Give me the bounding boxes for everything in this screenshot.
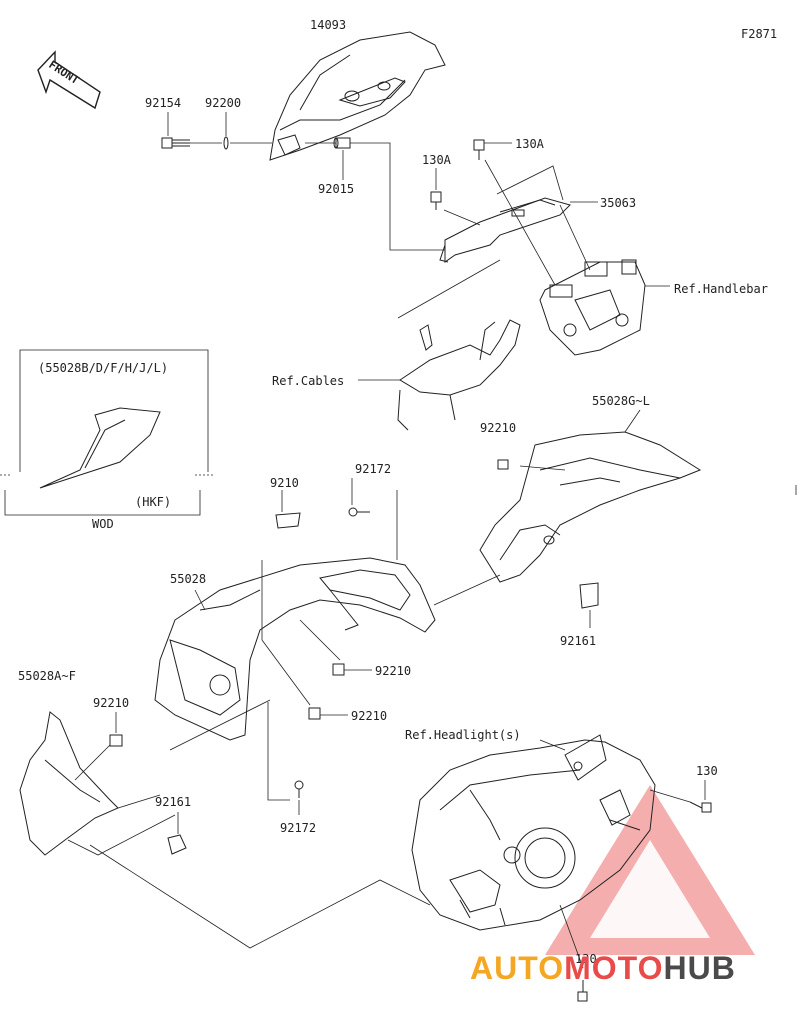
label-35063[interactable]: 35063 bbox=[600, 196, 637, 210]
leader-lines-mid bbox=[261, 478, 398, 640]
leader-lines-lower bbox=[67, 699, 431, 949]
label-92154[interactable]: 92154 bbox=[145, 96, 182, 110]
label-130-bottom[interactable]: 130 bbox=[575, 952, 597, 966]
label-130A-right[interactable]: 130A bbox=[515, 137, 544, 151]
part-14093-cover-shape bbox=[269, 31, 446, 161]
variant-hkf-label: (HKF) bbox=[135, 495, 172, 509]
side-panel-55028GL-shape bbox=[479, 431, 702, 583]
leader-lines-upper-right bbox=[433, 409, 641, 606]
watermark-auto: AUTO bbox=[470, 950, 565, 986]
bracket-35063-shape bbox=[439, 197, 571, 263]
label-9210-cut[interactable]: 9210 bbox=[270, 476, 299, 490]
watermark-hub: HUB bbox=[663, 950, 736, 986]
label-92161-right[interactable]: 92161 bbox=[560, 634, 597, 648]
variant-panel-shape bbox=[39, 407, 161, 489]
bolt-92154-shape bbox=[161, 137, 190, 149]
label-55028GL[interactable]: 55028G~L bbox=[592, 394, 650, 408]
pad-92161-right bbox=[579, 582, 599, 628]
watermark-moto: MOTO bbox=[564, 950, 664, 986]
leader-lines-cowl bbox=[194, 589, 372, 716]
screw-92172-upper bbox=[348, 507, 370, 517]
screw-92172-lower bbox=[294, 780, 304, 815]
bolts-130 bbox=[577, 801, 712, 1002]
variant-box-frame bbox=[0, 349, 215, 516]
leader-lines-headlight bbox=[539, 485, 797, 969]
front-arrow-icon bbox=[37, 50, 101, 110]
collar-92015-shape bbox=[333, 137, 351, 149]
label-92210-mid1[interactable]: 92210 bbox=[375, 664, 412, 678]
label-92210-left[interactable]: 92210 bbox=[93, 696, 130, 710]
handlebar-clamp-shape bbox=[539, 259, 670, 356]
clips-92210-mid bbox=[308, 663, 345, 720]
label-92161-left[interactable]: 92161 bbox=[155, 795, 192, 809]
label-ref-handlebar[interactable]: Ref.Handlebar bbox=[674, 282, 768, 296]
pad-9210-small bbox=[275, 512, 301, 529]
label-55028AF[interactable]: 55028A~F bbox=[18, 669, 76, 683]
watermark-triangle bbox=[545, 785, 755, 955]
label-130A-left[interactable]: 130A bbox=[422, 153, 451, 167]
label-92015[interactable]: 92015 bbox=[318, 182, 355, 196]
washer-92200-shape bbox=[223, 136, 229, 150]
clip-92210-upper bbox=[497, 459, 509, 470]
label-14093[interactable]: 14093 bbox=[310, 18, 347, 32]
label-92172-lower[interactable]: 92172 bbox=[280, 821, 317, 835]
leader-lines-top bbox=[167, 112, 445, 251]
label-55028[interactable]: 55028 bbox=[170, 572, 207, 586]
side-panel-55028AF-shape bbox=[19, 711, 119, 856]
label-92210-upper[interactable]: 92210 bbox=[480, 421, 517, 435]
label-92172-upper[interactable]: 92172 bbox=[355, 462, 392, 476]
watermark-logo: AUTOMOTOHUB bbox=[470, 950, 736, 986]
label-ref-headlight[interactable]: Ref.Headlight(s) bbox=[405, 728, 521, 742]
cowl-55028-shape bbox=[154, 557, 436, 741]
label-92200[interactable]: 92200 bbox=[205, 96, 242, 110]
label-130-right[interactable]: 130 bbox=[696, 764, 718, 778]
headlight-assembly-shape bbox=[411, 734, 656, 931]
label-92210-mid2[interactable]: 92210 bbox=[351, 709, 388, 723]
pad-92161-left bbox=[167, 812, 187, 855]
bolts-130A bbox=[430, 139, 485, 210]
cables-bracket-shape bbox=[358, 259, 521, 431]
label-ref-cables[interactable]: Ref.Cables bbox=[272, 374, 345, 388]
figure-id: F2871 bbox=[741, 27, 778, 41]
variant-wod-label: WOD bbox=[92, 517, 114, 531]
clip-92210-left bbox=[109, 712, 123, 747]
variant-box-title: (55028B/D/F/H/J/L) bbox=[38, 361, 169, 375]
leader-lines-bracket bbox=[435, 142, 598, 286]
